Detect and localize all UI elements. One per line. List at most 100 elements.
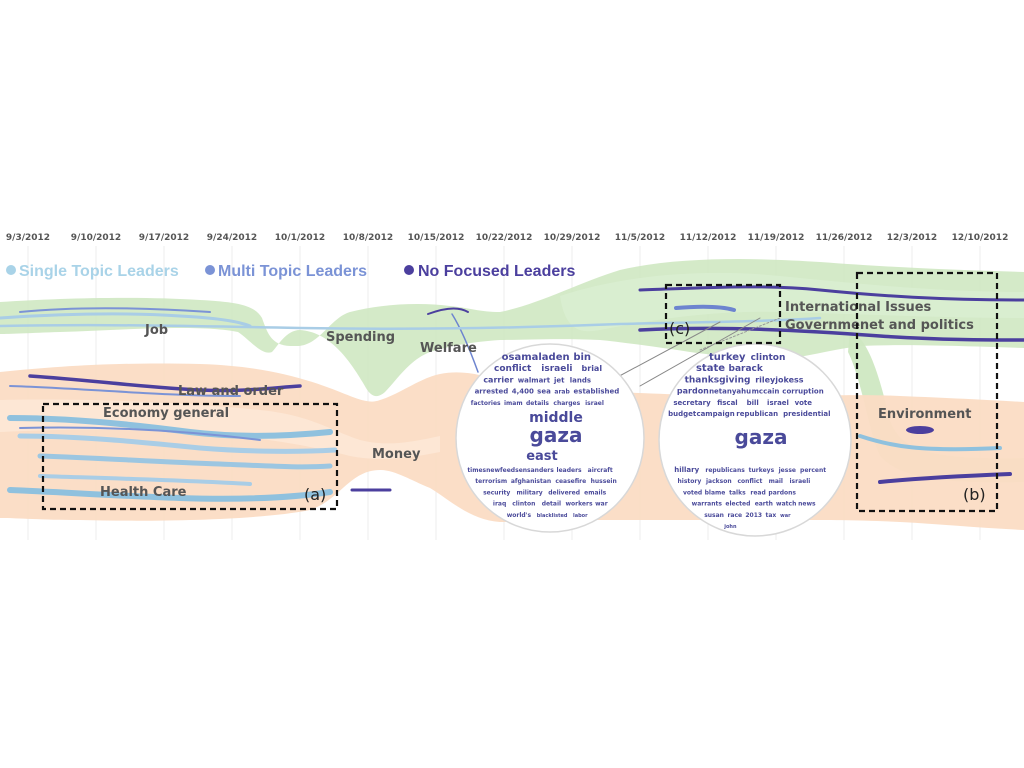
topic-law-order: Law and order [178,384,284,399]
wordcloud-word: thanksgiving [685,375,751,385]
topic-environment: Environment [878,407,972,422]
wordcloud-word: republicans [705,467,745,474]
wordcloud-word: imam [504,400,523,407]
date-label: 9/3/2012 [6,233,50,243]
wordcloud-word: middle [529,410,583,426]
wordcloud-word: vote [795,399,813,407]
legend-dot-no-focus [404,265,414,275]
wordcloud-word: emails [584,489,606,496]
wordcloud-word: detail [542,501,561,508]
wordcloud-word: delivered [548,489,580,496]
government-line-light [0,316,822,331]
wordcloud-word: barack [729,364,764,374]
wordcloud-word: susan [704,512,724,519]
health-line-2 [38,474,252,486]
wordcloud-word: race [727,512,742,519]
date-label: 10/15/2012 [408,233,465,243]
international-line-mid [674,304,736,312]
job-line-mid [19,307,211,313]
welfare-line [427,307,469,315]
topic-job: Job [144,323,168,338]
wordcloud-word: blacklisted [537,513,568,519]
wordcloud-word: conflict [494,364,532,374]
date-label: 10/8/2012 [343,233,393,243]
wordcloud-right-circle [658,343,852,537]
topic-government-politics: Governmenet and politics [785,318,974,333]
wordcloud-word: labor [573,513,588,519]
wordcloud-word: world's [507,512,532,519]
box-c-label: (c) [669,319,690,338]
wordcloud-word: 4,400 [512,388,534,396]
connector-mid [639,317,761,387]
wordcloud-word: 2013 [745,512,762,519]
date-label: 11/19/2012 [748,233,805,243]
wordcloud-word: arrested [475,388,509,396]
wordcloud-word: leaders [557,467,582,474]
wordcloud-word: lands [570,376,591,384]
wordcloud-word: warrants [692,501,723,508]
wordcloud-word: percent [800,467,826,474]
health-line-1 [7,487,333,502]
law-order-line [28,374,302,393]
wordcloud-word: mail [769,478,783,485]
wordcloud-word: walmart [518,376,551,384]
highlight-boxes [41,271,999,513]
economy-line-4 [19,426,261,441]
wordcloud-word: factories [471,400,501,407]
environment-line-2 [878,472,1012,484]
topic-spending: Spending [326,330,395,345]
date-label: 9/17/2012 [139,233,189,243]
orange-inner-streak [0,399,440,459]
wordcloud-word: corruption [782,388,823,396]
wordcloud-word: east [526,449,558,464]
wordcloud-word: presidential [783,410,830,418]
wordcloud-word: aircraft [588,467,613,474]
date-label: 9/10/2012 [71,233,121,243]
topic-money: Money [372,447,421,462]
environment-dot [906,426,934,434]
date-label: 9/24/2012 [207,233,257,243]
wordcloud-word: bill [747,399,759,407]
wordcloud-word: fiscal [717,399,738,407]
box-a [41,402,339,511]
date-label: 11/5/2012 [615,233,665,243]
wordcloud-word: history [678,478,702,485]
connector-left [611,321,721,381]
wordcloud-word: security [483,489,510,496]
wordcloud-word: ceasefire [555,478,586,485]
wordcloud-word: secretary [673,399,711,407]
wordcloud-word: arab [554,389,570,396]
wordcloud-word: watch [776,501,796,508]
wordcloud-word: afghanistan [511,478,551,485]
wordcloud-word: elected [725,501,750,508]
law-order-line-2 [9,385,241,397]
legend-dot-single [6,265,16,275]
legend-single-topic-leaders: Single Topic Leaders [19,263,179,280]
wordcloud-word: budget [668,410,697,418]
wordcloud-word: war [780,513,791,519]
wordcloud-word: gaza [735,425,788,449]
connector-dotted [699,317,781,351]
wordcloud-word: iraq [493,501,506,508]
wordcloud-word: rileyjokess [755,375,804,384]
wordcloud-word: tax [766,512,777,519]
wordcloud-word: state [696,363,725,374]
wordcloud-word: read [750,489,765,496]
wordcloud-word: earth [755,501,773,508]
wordcloud-word: timesnewfeed [467,467,515,474]
international-line-dark [638,285,1024,302]
box-c [664,283,782,345]
wordcloud-word: jet [553,376,565,384]
wordcloud-word: brial [582,364,603,373]
wordcloud-word: news [798,501,816,508]
topic-health-care: Health Care [100,485,187,500]
economy-line-2 [17,433,338,454]
wordcloud-word: sensanders [515,467,554,474]
wordcloud-word: osama [502,352,539,363]
date-label: 10/29/2012 [544,233,601,243]
wordcloud-word: john [723,524,737,530]
